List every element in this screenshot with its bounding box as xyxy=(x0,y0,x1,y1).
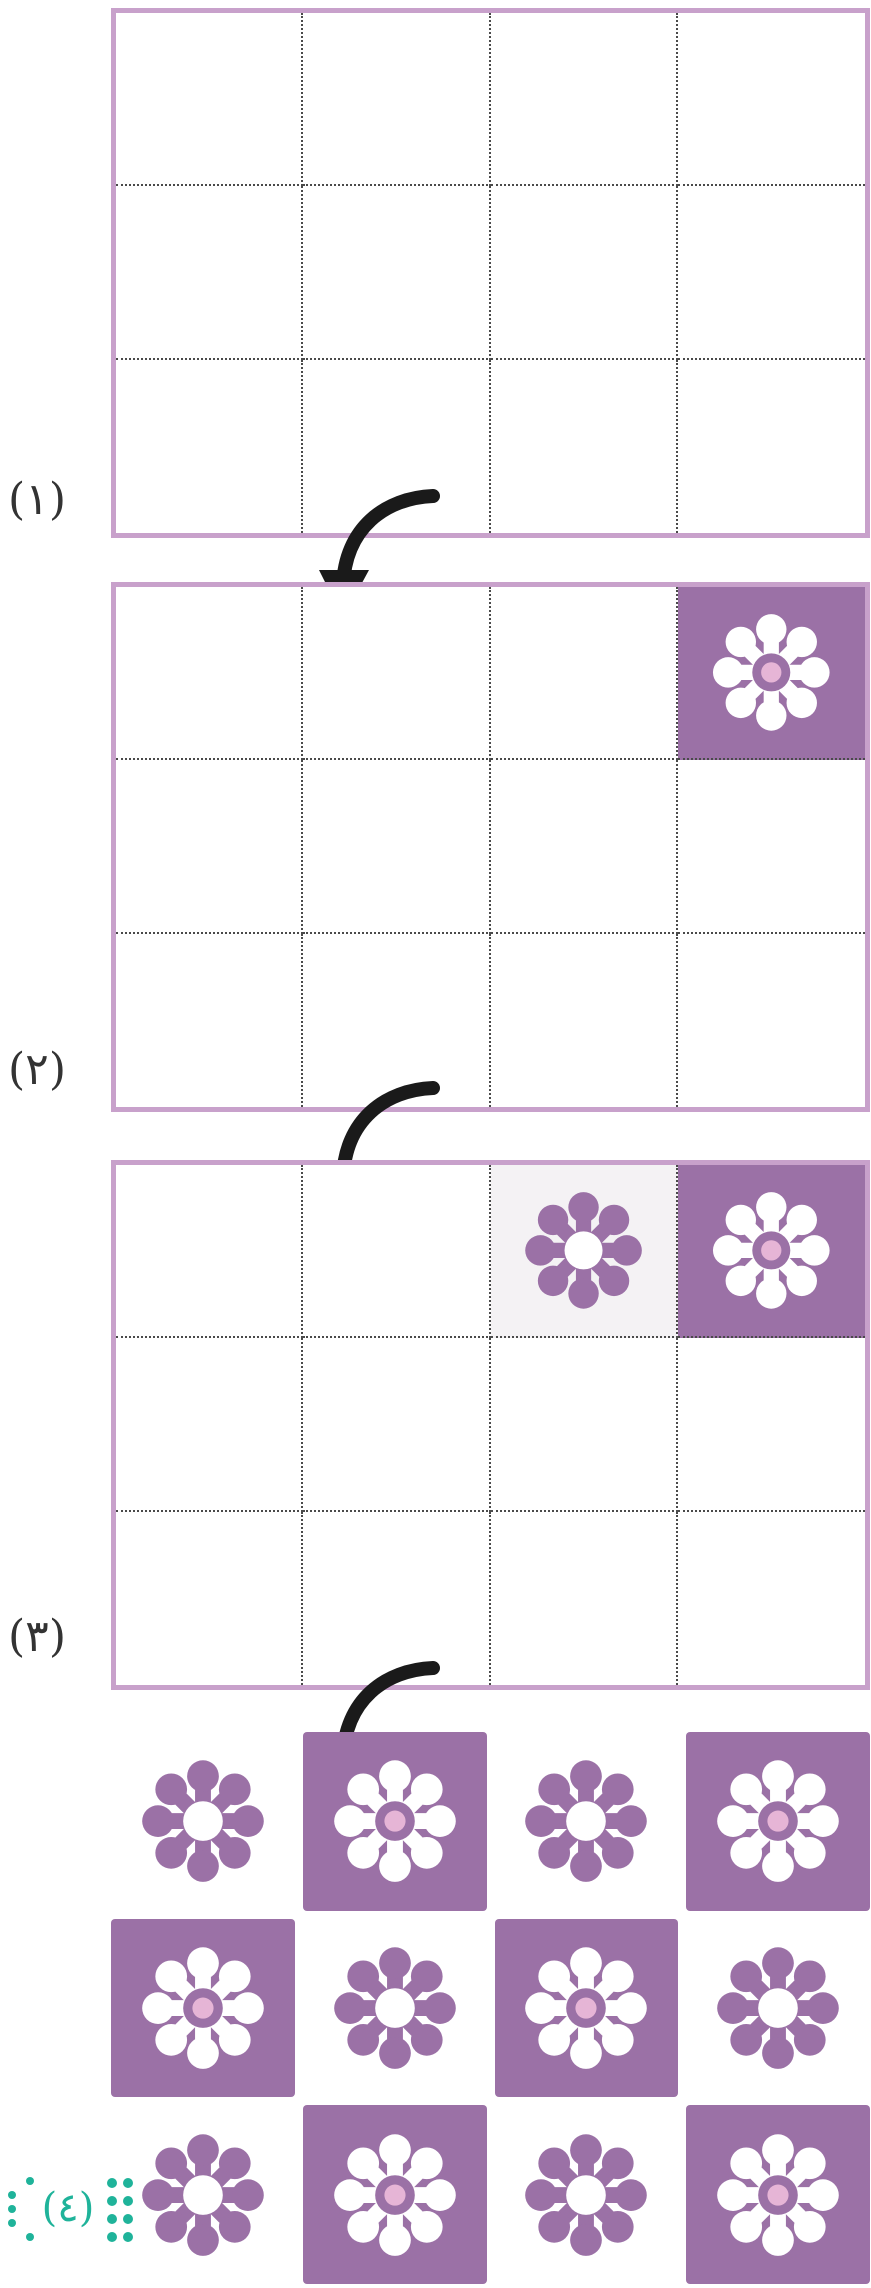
flower-icon xyxy=(702,1187,841,1314)
grid-cell xyxy=(491,186,678,359)
flower-icon xyxy=(135,1942,271,2074)
step-label-4: (٤) xyxy=(0,2165,135,2245)
grid-cell xyxy=(678,587,865,760)
grid-cell xyxy=(678,1512,865,1685)
grid-panel-2 xyxy=(111,582,870,1112)
grid-cell xyxy=(116,1338,303,1511)
grid-cell xyxy=(678,186,865,359)
grid-cell xyxy=(116,760,303,933)
grid-cell xyxy=(116,1165,303,1338)
grid-cell xyxy=(491,1165,678,1338)
grid-cell xyxy=(491,360,678,533)
flower-icon xyxy=(327,2129,463,2261)
grid-cell xyxy=(678,760,865,933)
grid-panel-3 xyxy=(111,1160,870,1690)
grid-cell xyxy=(116,186,303,359)
pattern-tile xyxy=(303,1732,487,1911)
pattern-tile xyxy=(495,1919,679,2098)
grid-cell xyxy=(116,587,303,760)
final-pattern-grid xyxy=(111,1732,870,2284)
pattern-tile xyxy=(111,1919,295,2098)
flower-icon xyxy=(710,1755,846,1887)
step-label-1: (١) xyxy=(8,478,66,522)
flower-icon xyxy=(702,609,841,736)
pattern-tile xyxy=(686,1732,870,1911)
pattern-tile xyxy=(686,1919,870,2098)
flower-icon xyxy=(518,1755,654,1887)
flower-icon xyxy=(135,1755,271,1887)
step-label-2: (٢) xyxy=(8,1048,66,1092)
grid-cell xyxy=(678,934,865,1107)
grid-cell xyxy=(678,13,865,186)
grid-cell xyxy=(491,1338,678,1511)
grid-cell xyxy=(678,1338,865,1511)
grid-cell xyxy=(303,1338,490,1511)
flower-icon xyxy=(518,1942,654,2074)
grid-cell xyxy=(491,13,678,186)
grid-cell xyxy=(678,360,865,533)
grid-cell xyxy=(491,760,678,933)
grid-cell xyxy=(491,587,678,760)
grid-cell xyxy=(678,1165,865,1338)
grid-cell xyxy=(303,760,490,933)
grid-cell xyxy=(116,1512,303,1685)
grid-cell xyxy=(303,587,490,760)
grid-cell xyxy=(116,934,303,1107)
pattern-tile xyxy=(303,2105,487,2284)
pattern-tile xyxy=(111,2105,295,2284)
flower-icon xyxy=(327,1755,463,1887)
grid-1 xyxy=(116,13,865,533)
pattern-tile xyxy=(111,1732,295,1911)
grid-cell xyxy=(303,1165,490,1338)
grid-2 xyxy=(116,587,865,1107)
flower-icon xyxy=(710,1942,846,2074)
grid-panel-1 xyxy=(111,8,870,538)
svg-text:(٤): (٤) xyxy=(42,2185,95,2231)
grid-cell xyxy=(116,13,303,186)
flower-icon xyxy=(135,2129,271,2261)
grid-cell xyxy=(303,13,490,186)
grid-cell xyxy=(491,1512,678,1685)
flower-icon xyxy=(327,1942,463,2074)
pattern-tile xyxy=(495,1732,679,1911)
grid-3 xyxy=(116,1165,865,1685)
flower-icon xyxy=(710,2129,846,2261)
grid-cell xyxy=(303,186,490,359)
pattern-tile xyxy=(303,1919,487,2098)
pattern-tile xyxy=(686,2105,870,2284)
flower-icon xyxy=(518,2129,654,2261)
grid-cell xyxy=(491,934,678,1107)
step-label-3: (٣) xyxy=(8,1615,66,1659)
grid-cell xyxy=(116,360,303,533)
flower-icon xyxy=(515,1187,652,1314)
step-4-dotted-label: (٤) xyxy=(0,2165,135,2245)
pattern-tile xyxy=(495,2105,679,2284)
